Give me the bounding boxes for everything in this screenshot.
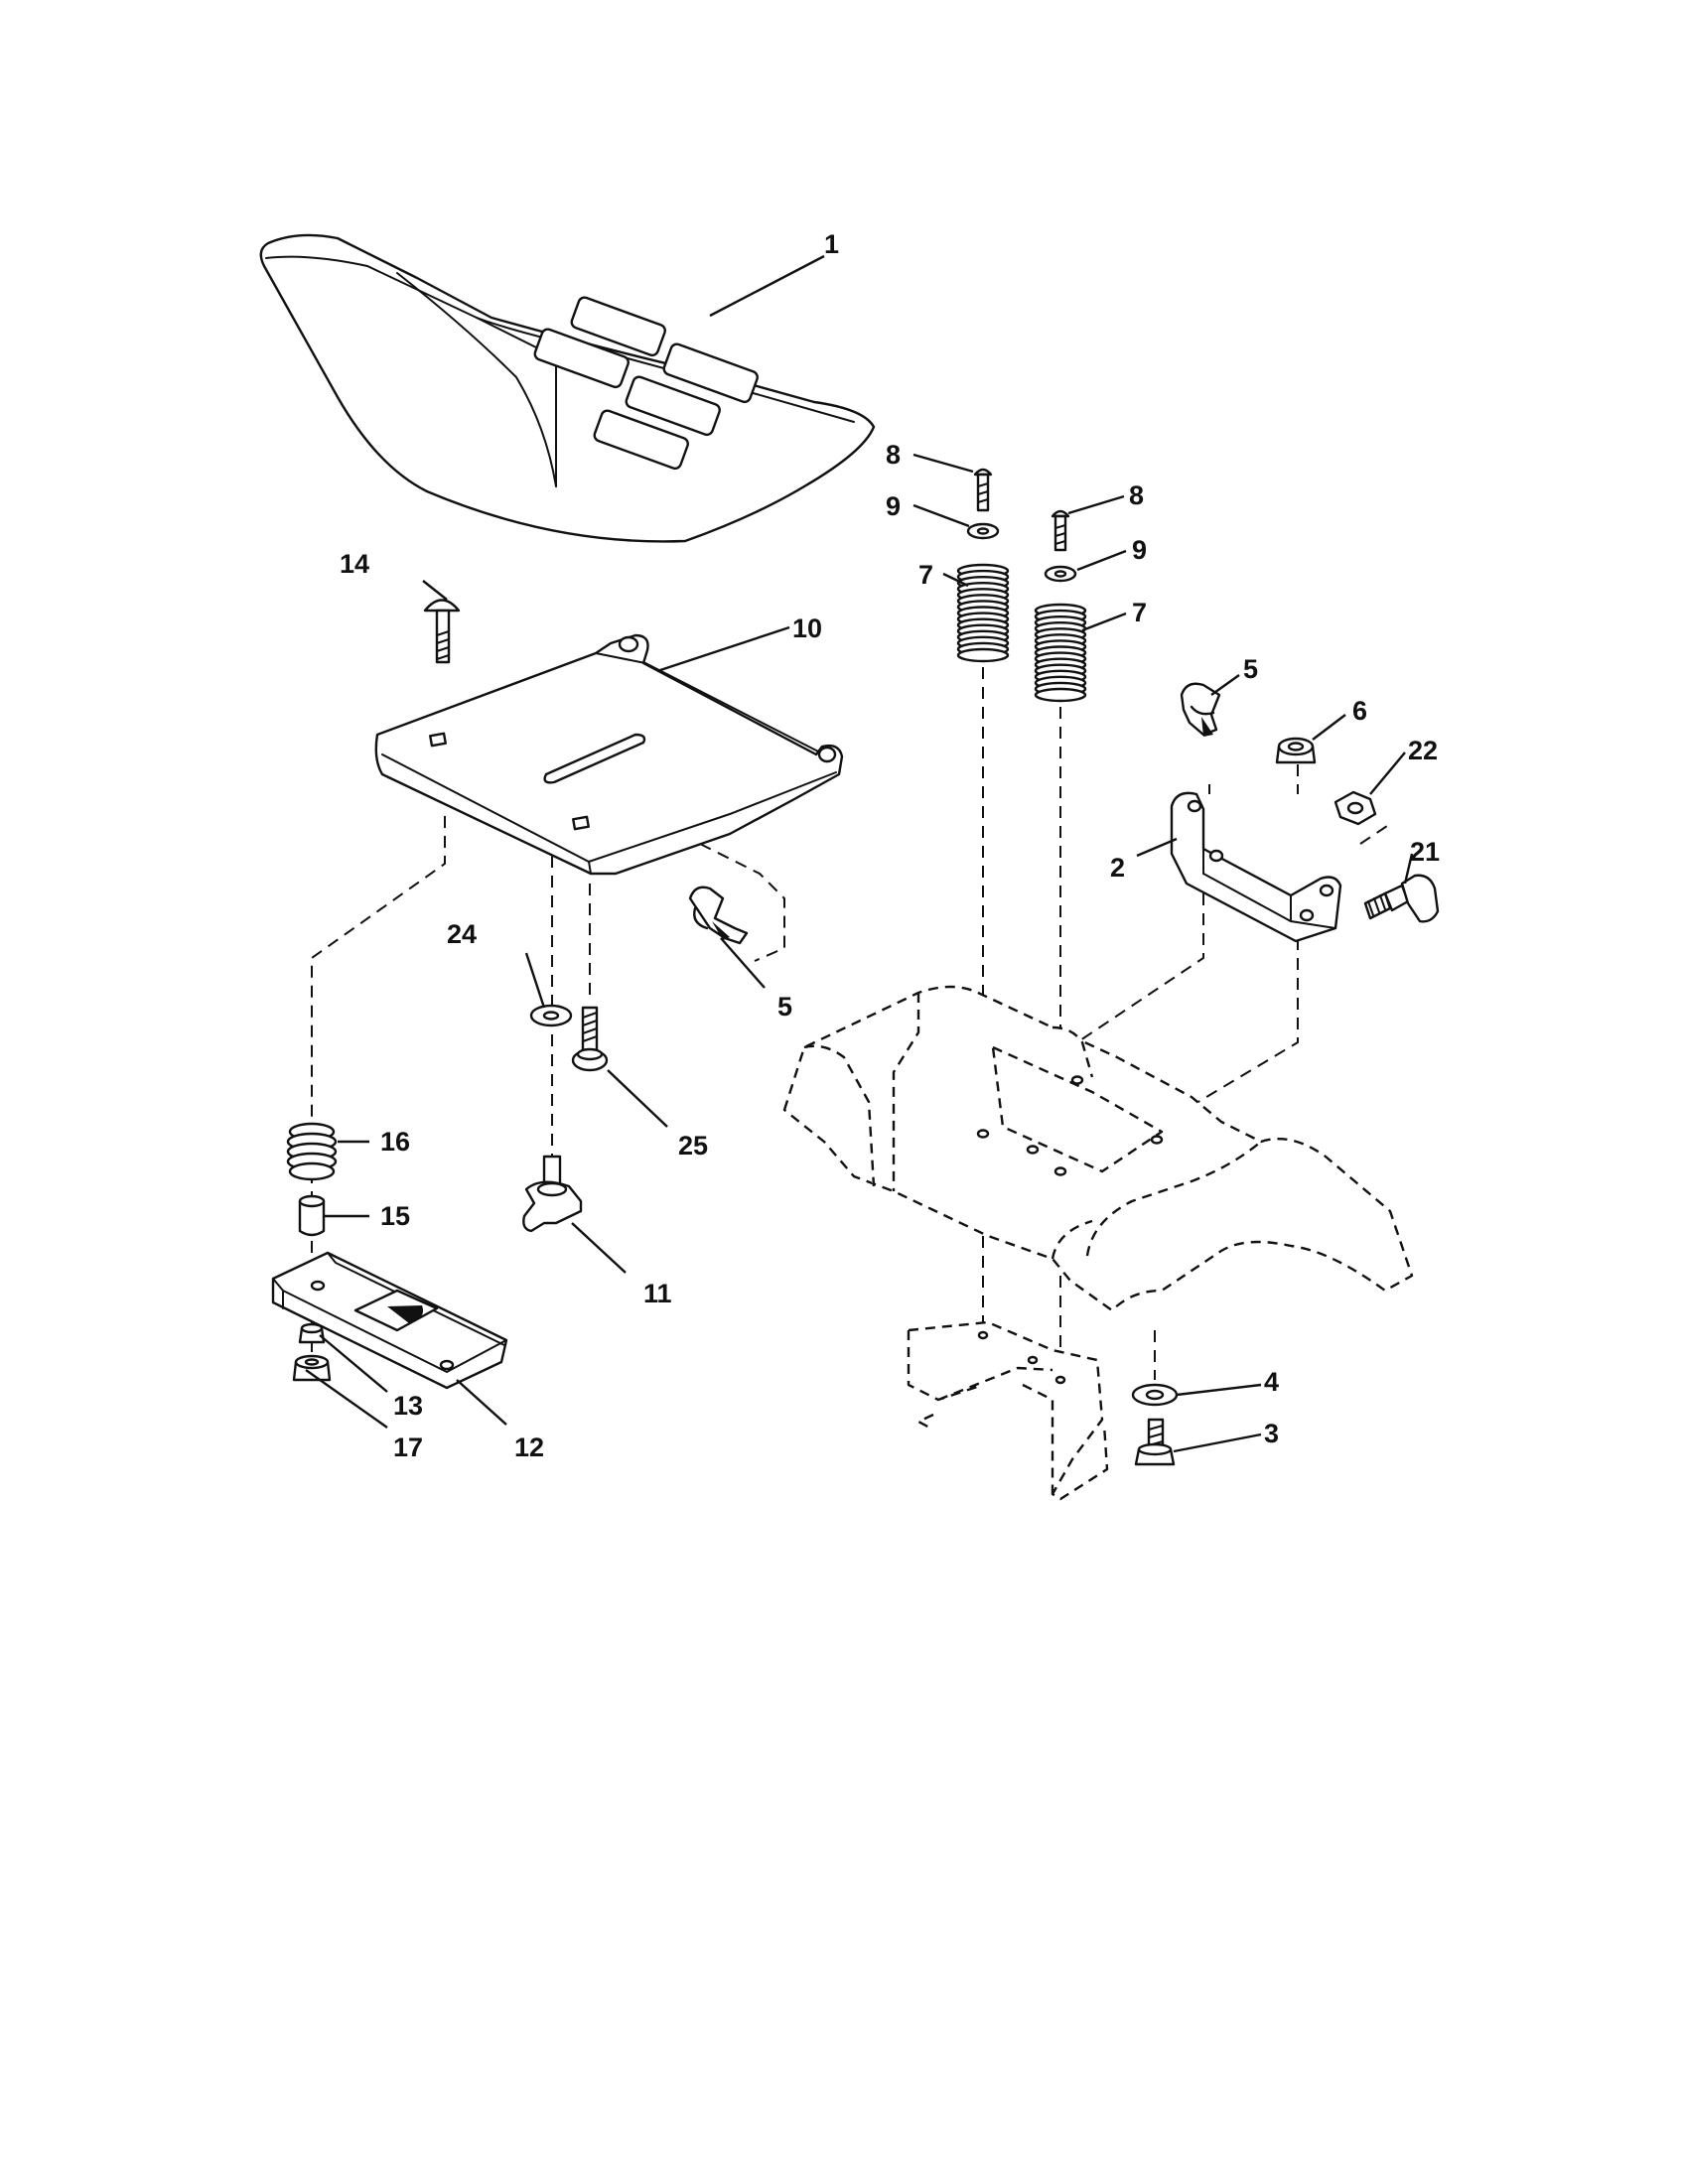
screw-part-8-right[interactable] — [1051, 509, 1070, 552]
callout-8-right: 8 — [1129, 480, 1144, 510]
callout-7-left: 7 — [918, 560, 933, 590]
callout-labels: 1 10 14 5 24 25 16 15 11 12 13 17 8 9 7 … — [340, 229, 1440, 1462]
callout-24: 24 — [447, 919, 477, 949]
spacer-part-15[interactable] — [298, 1194, 326, 1237]
leader-lines — [305, 254, 1414, 1453]
spring-coil — [956, 647, 1010, 663]
nut-part-22[interactable] — [1333, 790, 1377, 826]
callout-1: 1 — [824, 229, 839, 259]
callout-7-right: 7 — [1132, 598, 1147, 627]
callout-8-left: 8 — [886, 440, 901, 470]
callout-2: 2 — [1110, 853, 1125, 883]
washer-part-24[interactable] — [529, 1004, 573, 1027]
callout-25: 25 — [678, 1131, 708, 1160]
callout-17: 17 — [393, 1433, 423, 1462]
callout-11: 11 — [643, 1279, 672, 1308]
hex-bolt-part-3[interactable] — [1134, 1418, 1176, 1466]
locknut-part-13[interactable] — [298, 1322, 326, 1344]
screw-part-25[interactable] — [571, 1006, 609, 1072]
screw-part-8-left[interactable] — [973, 468, 993, 512]
spring-part-16[interactable] — [286, 1122, 338, 1181]
clip-part-5-right[interactable] — [1180, 682, 1221, 737]
callout-14: 14 — [340, 549, 369, 579]
seat-part-1[interactable] — [259, 233, 876, 543]
callout-3: 3 — [1264, 1419, 1279, 1448]
callout-9-right: 9 — [1132, 535, 1147, 565]
shoulder-bolt-part-21[interactable] — [1363, 874, 1440, 923]
flange-nut-part-17[interactable] — [292, 1354, 332, 1382]
callout-12: 12 — [514, 1433, 544, 1462]
callout-9-left: 9 — [886, 491, 901, 521]
washer-part-9-left[interactable] — [966, 522, 1000, 540]
callout-16: 16 — [380, 1127, 410, 1157]
callout-5-right: 5 — [1243, 654, 1258, 684]
spring-part-7-left[interactable] — [956, 563, 1010, 663]
locknut-part-6[interactable] — [1275, 737, 1317, 764]
callout-10: 10 — [792, 614, 822, 643]
callout-4: 4 — [1264, 1367, 1279, 1397]
knob-part-11[interactable] — [522, 1155, 583, 1233]
bracket-part-2[interactable] — [1170, 791, 1342, 943]
slide-plate-part-12[interactable] — [271, 1251, 508, 1390]
tractor-chassis-phantom — [782, 985, 1414, 1501]
callout-13: 13 — [393, 1391, 423, 1421]
carriage-bolt-part-14[interactable] — [423, 599, 461, 664]
callout-21: 21 — [1410, 837, 1440, 867]
clip-part-5-left[interactable] — [688, 886, 749, 945]
callout-22: 22 — [1408, 736, 1438, 765]
spring-part-7-right[interactable] — [1034, 603, 1087, 703]
spring-coil — [1034, 687, 1087, 703]
callout-15: 15 — [380, 1201, 410, 1231]
callout-6: 6 — [1352, 696, 1367, 726]
seat-pan-part-10[interactable] — [374, 633, 844, 876]
washer-part-9-right[interactable] — [1044, 565, 1077, 583]
callout-5-left: 5 — [777, 992, 792, 1022]
washer-part-4[interactable] — [1131, 1383, 1179, 1407]
